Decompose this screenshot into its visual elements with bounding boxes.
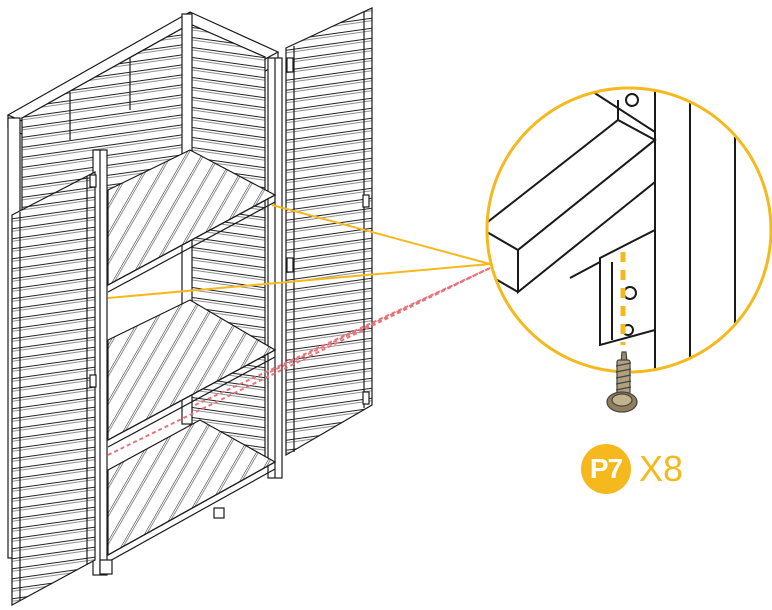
zoom-detail <box>485 86 772 374</box>
part-label: P7 X8 <box>581 444 683 494</box>
cabinet <box>6 7 373 607</box>
callout-lines <box>107 204 491 299</box>
dashed-guide-lines <box>107 267 491 456</box>
part-id-badge: P7 <box>581 444 631 494</box>
part-quantity: X8 <box>639 448 684 489</box>
screw-icon <box>606 351 638 413</box>
